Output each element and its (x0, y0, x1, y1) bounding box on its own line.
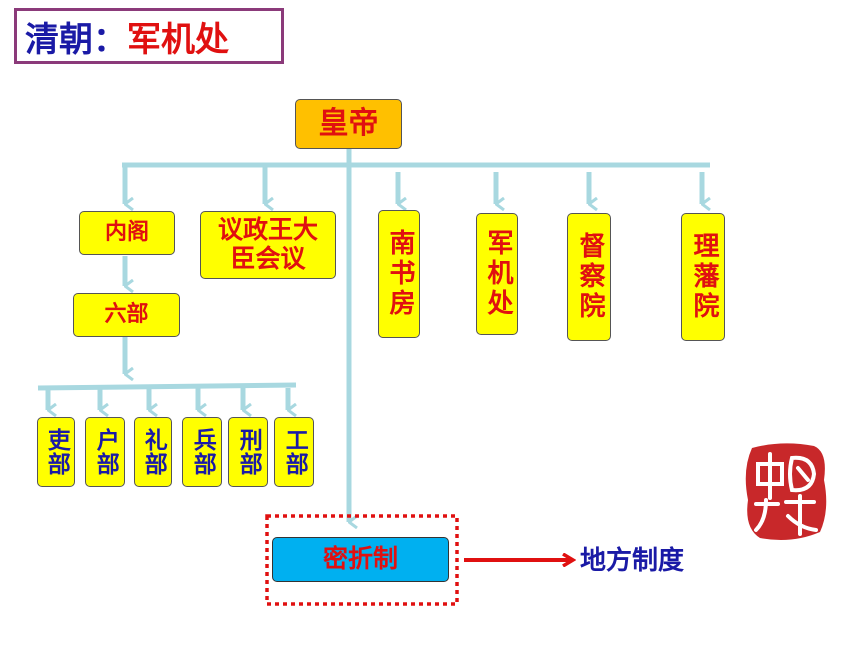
seal-icon (745, 443, 827, 540)
title-prefix: 清朝： (25, 19, 127, 60)
page-title: 清朝： 军机处 (14, 8, 284, 64)
title-main: 军机处 (127, 19, 229, 60)
ministry-bing: 兵部 (182, 417, 222, 487)
emperor-node: 皇帝 (295, 99, 402, 149)
lifanyuan-node: 理藩院 (681, 213, 725, 341)
ministry-li-rites: 礼部 (134, 417, 172, 487)
yizheng-node: 议政王大臣会议 (200, 211, 336, 279)
liubu-node: 六部 (73, 293, 180, 337)
ministry-li: 吏部 (37, 417, 75, 487)
neige-node: 内阁 (79, 211, 175, 255)
nanshufang-node: 南书房 (378, 210, 420, 338)
ministry-xing: 刑部 (228, 417, 268, 487)
duchayuan-node: 督察院 (567, 213, 611, 341)
ministry-gong: 工部 (274, 417, 314, 487)
ministry-hu: 户部 (85, 417, 125, 487)
difang-label: 地方制度 (580, 546, 685, 576)
mizhe-frame (265, 514, 459, 606)
mizhe-node: 密折制 (272, 537, 449, 582)
junjichu-node: 军机处 (476, 213, 518, 335)
